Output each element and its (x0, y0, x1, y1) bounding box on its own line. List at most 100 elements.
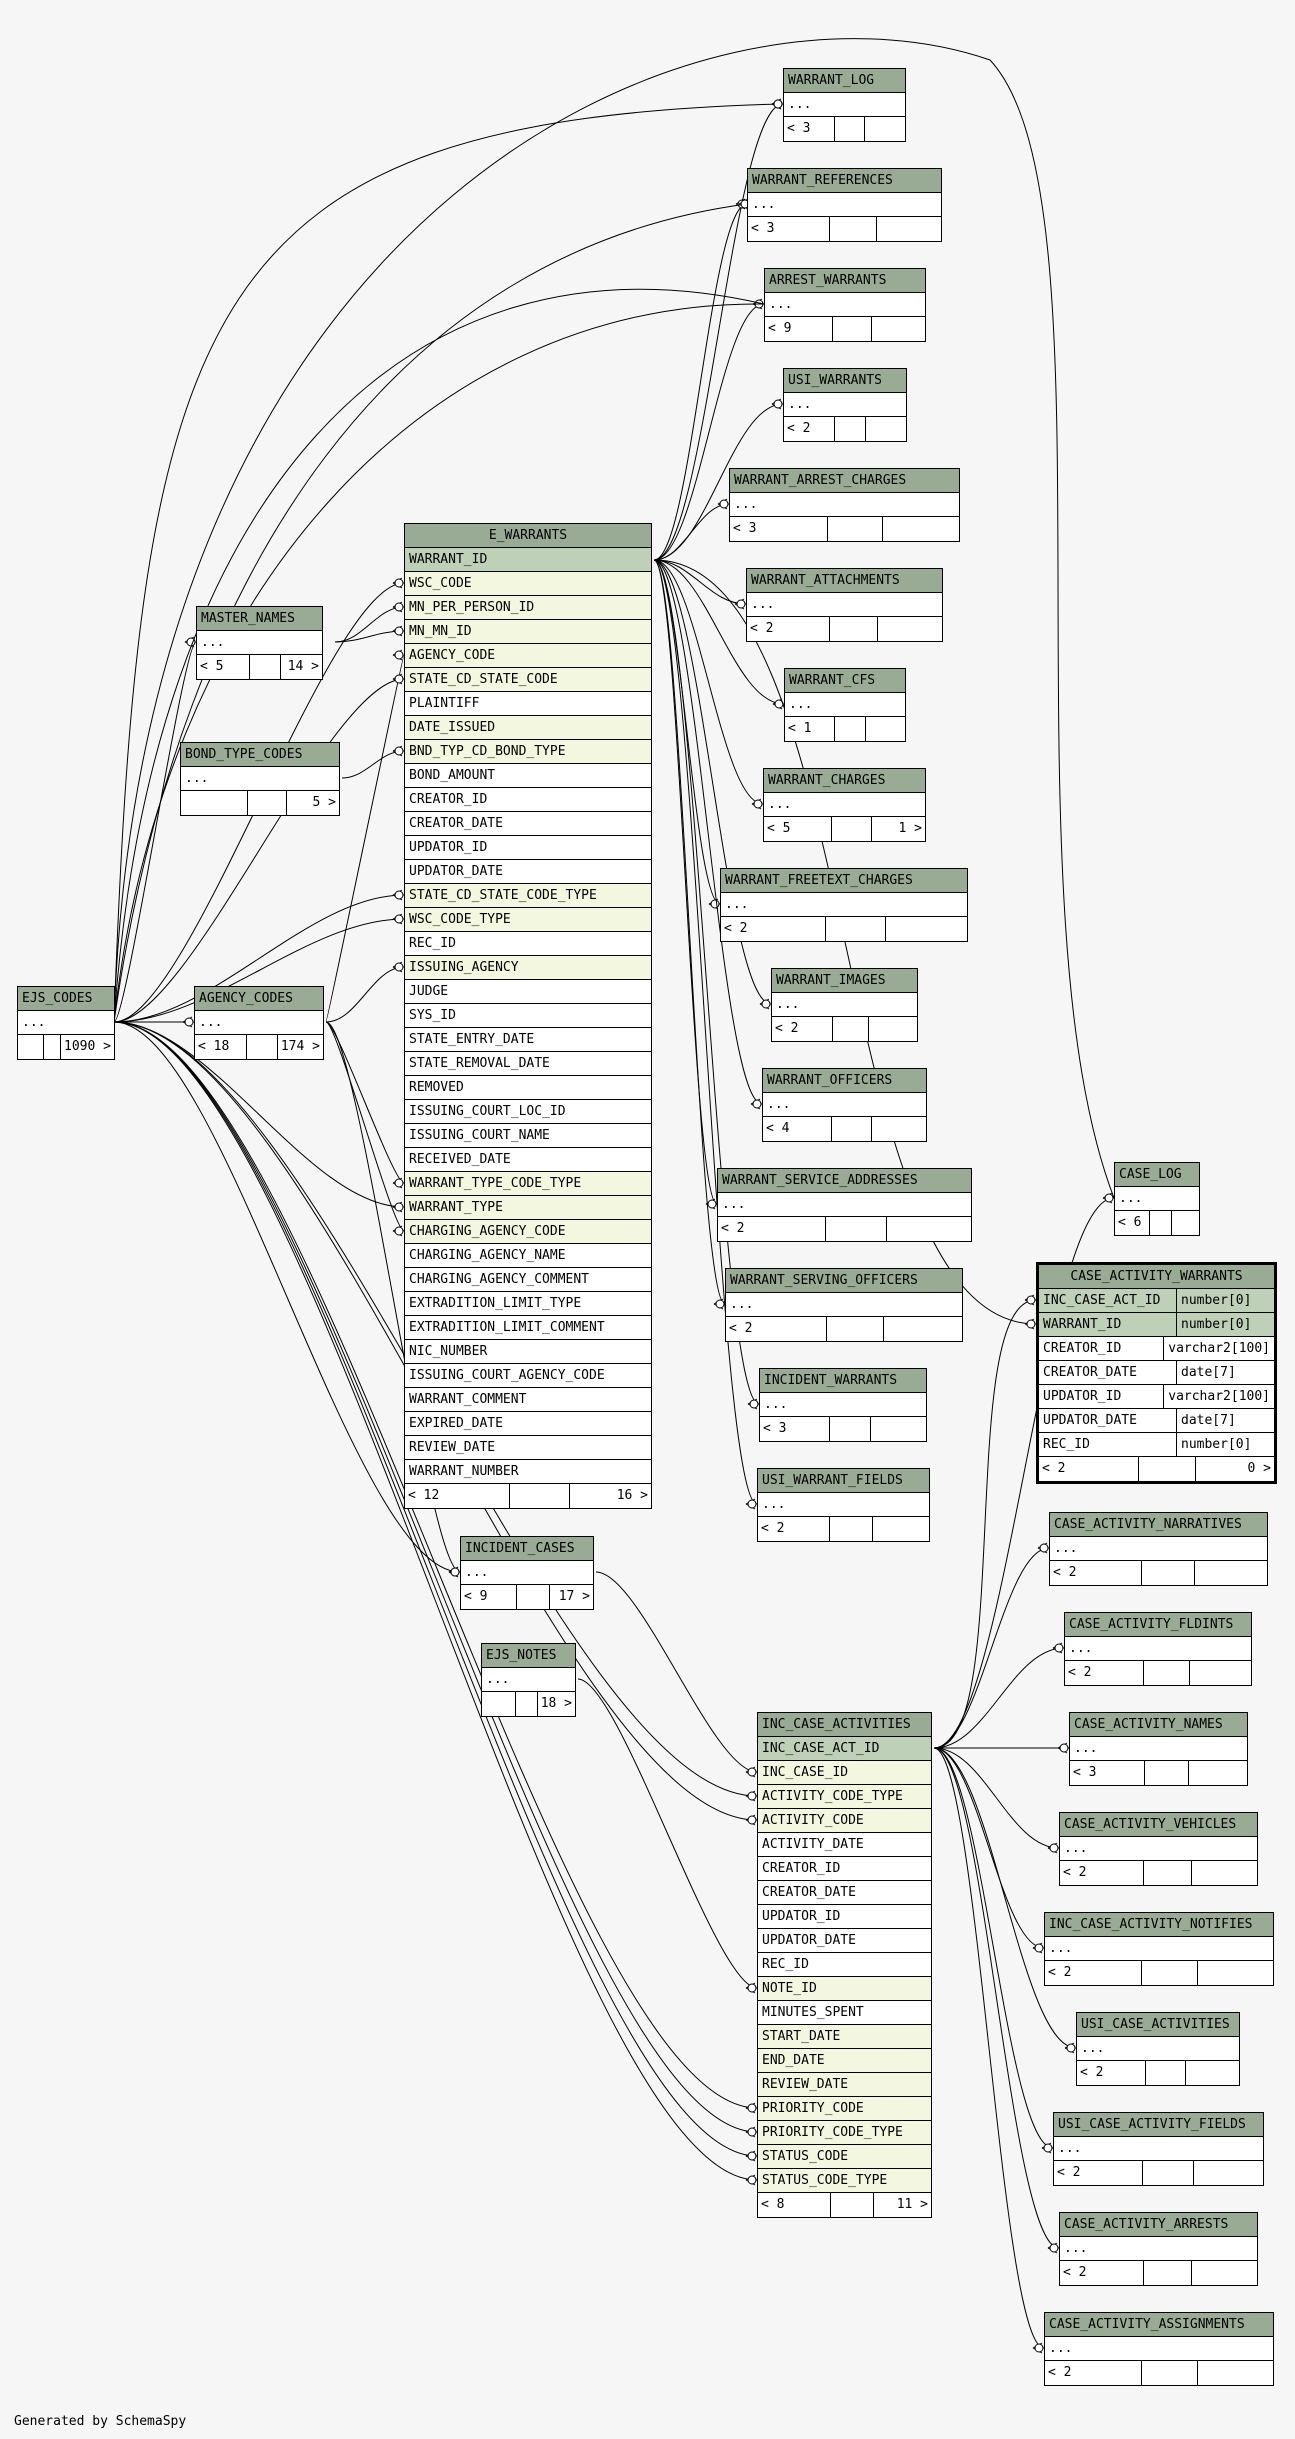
column-sys-id[interactable]: SYS_ID (405, 1004, 651, 1028)
table-warrant-officers[interactable]: WARRANT_OFFICERS...< 4 (762, 1068, 927, 1142)
table-name[interactable]: USI_WARRANTS (784, 369, 906, 393)
column-inc-case-act-id[interactable]: INC_CASE_ACT_ID (758, 1737, 931, 1761)
table-name[interactable]: USI_CASE_ACTIVITIES (1077, 2013, 1239, 2037)
table-name[interactable]: CASE_ACTIVITY_WARRANTS (1039, 1265, 1274, 1289)
column-warrant-type-code-type[interactable]: WARRANT_TYPE_CODE_TYPE (405, 1172, 651, 1196)
column-creator-id[interactable]: CREATOR_ID (758, 1857, 931, 1881)
table-name[interactable]: E_WARRANTS (405, 524, 651, 548)
table-name[interactable]: WARRANT_FREETEXT_CHARGES (721, 869, 967, 893)
table-incident-warrants[interactable]: INCIDENT_WARRANTS...< 3 (759, 1368, 927, 1442)
column-wsc-code-type[interactable]: WSC_CODE_TYPE (405, 908, 651, 932)
table-case-activity-names[interactable]: CASE_ACTIVITY_NAMES...< 3 (1069, 1712, 1248, 1786)
column-issuing-court-loc-id[interactable]: ISSUING_COURT_LOC_ID (405, 1100, 651, 1124)
column-agency-code[interactable]: AGENCY_CODE (405, 644, 651, 668)
column-wsc-code[interactable]: WSC_CODE (405, 572, 651, 596)
table-name[interactable]: INCIDENT_WARRANTS (760, 1369, 926, 1393)
column-judge[interactable]: JUDGE (405, 980, 651, 1004)
table-case-activity-assignments[interactable]: CASE_ACTIVITY_ASSIGNMENTS...< 2 (1044, 2312, 1274, 2386)
table-warrant-cfs[interactable]: WARRANT_CFS...< 1 (784, 668, 906, 742)
column-minutes-spent[interactable]: MINUTES_SPENT (758, 2001, 931, 2025)
column-warrant-number[interactable]: WARRANT_NUMBER (405, 1460, 651, 1484)
column-warrant-comment[interactable]: WARRANT_COMMENT (405, 1388, 651, 1412)
column-review-date[interactable]: REVIEW_DATE (405, 1436, 651, 1460)
column-warrant-id[interactable]: WARRANT_ID (405, 548, 651, 572)
column-bnd-typ-cd-bond-type[interactable]: BND_TYP_CD_BOND_TYPE (405, 740, 651, 764)
table-warrant-log[interactable]: WARRANT_LOG...< 3 (783, 68, 906, 142)
table-name[interactable]: CASE_ACTIVITY_FLDINTS (1065, 1613, 1251, 1637)
column-charging-agency-code[interactable]: CHARGING_AGENCY_CODE (405, 1220, 651, 1244)
table-case-activity-narratives[interactable]: CASE_ACTIVITY_NARRATIVES...< 2 (1049, 1512, 1268, 1586)
table-arrest-warrants[interactable]: ARREST_WARRANTS...< 9 (764, 268, 926, 342)
table-usi-warrants[interactable]: USI_WARRANTS...< 2 (783, 368, 907, 442)
table-name[interactable]: WARRANT_CFS (785, 669, 905, 693)
column-start-date[interactable]: START_DATE (758, 2025, 931, 2049)
table-warrant-freetext-charges[interactable]: WARRANT_FREETEXT_CHARGES...< 2 (720, 868, 968, 942)
table-name[interactable]: ARREST_WARRANTS (765, 269, 925, 293)
column-received-date[interactable]: RECEIVED_DATE (405, 1148, 651, 1172)
column-updator-id[interactable]: UPDATOR_ID (405, 836, 651, 860)
column-inc-case-id[interactable]: INC_CASE_ID (758, 1761, 931, 1785)
table-warrant-images[interactable]: WARRANT_IMAGES...< 2 (771, 968, 918, 1042)
table-name[interactable]: MASTER_NAMES (197, 607, 322, 631)
column-note-id[interactable]: NOTE_ID (758, 1977, 931, 2001)
column-issuing-court-name[interactable]: ISSUING_COURT_NAME (405, 1124, 651, 1148)
table-name[interactable]: WARRANT_IMAGES (772, 969, 917, 993)
table-name[interactable]: INC_CASE_ACTIVITIES (758, 1713, 931, 1737)
column-date-issued[interactable]: DATE_ISSUED (405, 716, 651, 740)
table-warrant-serving-officers[interactable]: WARRANT_SERVING_OFFICERS...< 2 (725, 1268, 963, 1342)
column-end-date[interactable]: END_DATE (758, 2049, 931, 2073)
table-warrant-references[interactable]: WARRANT_REFERENCES...< 3 (747, 168, 942, 242)
table-usi-case-activities[interactable]: USI_CASE_ACTIVITIES...< 2 (1076, 2012, 1240, 2086)
table-name[interactable]: AGENCY_CODES (195, 987, 323, 1011)
table-name[interactable]: CASE_ACTIVITY_ARRESTS (1060, 2213, 1257, 2237)
column-state-cd-state-code-type[interactable]: STATE_CD_STATE_CODE_TYPE (405, 884, 651, 908)
table-usi-warrant-fields[interactable]: USI_WARRANT_FIELDS...< 2 (757, 1468, 930, 1542)
table-name[interactable]: WARRANT_SERVICE_ADDRESSES (718, 1169, 971, 1193)
table-case-activity-arrests[interactable]: CASE_ACTIVITY_ARRESTS...< 2 (1059, 2212, 1258, 2286)
column-bond-amount[interactable]: BOND_AMOUNT (405, 764, 651, 788)
table-bond-type-codes[interactable]: BOND_TYPE_CODES...5 > (180, 742, 340, 816)
column-state-cd-state-code[interactable]: STATE_CD_STATE_CODE (405, 668, 651, 692)
table-name[interactable]: WARRANT_ARREST_CHARGES (730, 469, 959, 493)
table-name[interactable]: USI_WARRANT_FIELDS (758, 1469, 929, 1493)
table-case-log[interactable]: CASE_LOG...< 6 (1114, 1162, 1200, 1236)
column-status-code-type[interactable]: STATUS_CODE_TYPE (758, 2169, 931, 2193)
table-ejs-codes[interactable]: EJS_CODES...1090 > (17, 986, 115, 1060)
table-inc-case-activity-notifies[interactable]: INC_CASE_ACTIVITY_NOTIFIES...< 2 (1044, 1912, 1274, 1986)
column-activity-code-type[interactable]: ACTIVITY_CODE_TYPE (758, 1785, 931, 1809)
table-name[interactable]: WARRANT_SERVING_OFFICERS (726, 1269, 962, 1293)
table-name[interactable]: INCIDENT_CASES (461, 1537, 593, 1561)
table-name[interactable]: USI_CASE_ACTIVITY_FIELDS (1054, 2113, 1263, 2137)
column-issuing-agency[interactable]: ISSUING_AGENCY (405, 956, 651, 980)
column-review-date[interactable]: REVIEW_DATE (758, 2073, 931, 2097)
table-name[interactable]: EJS_CODES (18, 987, 114, 1011)
column-mn-per-person-id[interactable]: MN_PER_PERSON_ID (405, 596, 651, 620)
column-creator-date[interactable]: CREATOR_DATE (758, 1881, 931, 1905)
column-priority-code[interactable]: PRIORITY_CODE (758, 2097, 931, 2121)
table-name[interactable]: WARRANT_REFERENCES (748, 169, 941, 193)
table-usi-case-activity-fields[interactable]: USI_CASE_ACTIVITY_FIELDS...< 2 (1053, 2112, 1264, 2186)
column-updator-id[interactable]: UPDATOR_ID (758, 1905, 931, 1929)
table-name[interactable]: CASE_ACTIVITY_NARRATIVES (1050, 1513, 1267, 1537)
table-warrant-arrest-charges[interactable]: WARRANT_ARREST_CHARGES...< 3 (729, 468, 960, 542)
table-name[interactable]: INC_CASE_ACTIVITY_NOTIFIES (1045, 1913, 1273, 1937)
table-name[interactable]: CASE_ACTIVITY_VEHICLES (1060, 1813, 1257, 1837)
column-plaintiff[interactable]: PLAINTIFF (405, 692, 651, 716)
column-activity-date[interactable]: ACTIVITY_DATE (758, 1833, 931, 1857)
table-ejs-notes[interactable]: EJS_NOTES...18 > (481, 1643, 576, 1717)
table-warrant-service-addresses[interactable]: WARRANT_SERVICE_ADDRESSES...< 2 (717, 1168, 972, 1242)
column-issuing-court-agency-code[interactable]: ISSUING_COURT_AGENCY_CODE (405, 1364, 651, 1388)
table-name[interactable]: WARRANT_LOG (784, 69, 905, 93)
column-warrant-type[interactable]: WARRANT_TYPE (405, 1196, 651, 1220)
